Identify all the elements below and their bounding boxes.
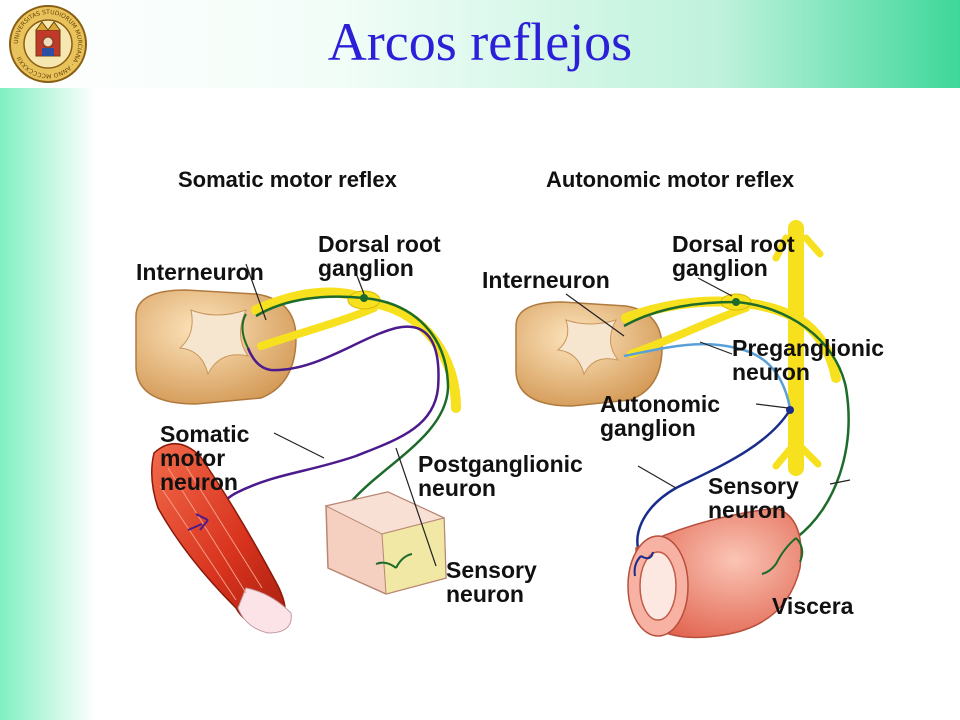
preganglionic-neuron-label: Preganglionic neuron [732,335,885,385]
autonomic-reflex-heading: Autonomic motor reflex [546,167,795,192]
autonomic-ganglion-label: Autonomic ganglion [600,391,721,441]
university-seal-icon: UNIVERSITAS STUDIORUM MURCIANA · ANNO MC… [9,5,87,83]
viscera-organ [627,507,802,639]
left-sensory-neuron-label: Sensory neuron [446,557,537,607]
autonomic-reflex-art [515,220,851,639]
skeletal-muscle [151,443,292,634]
right-sensory-neuron-label: Sensory neuron [708,473,799,523]
right-interneuron-label: Interneuron [482,267,610,293]
spinal-cord-left [135,289,297,405]
somatic-reflex-art [135,263,461,634]
right-dorsal-root-ganglion-label: Dorsal root ganglion [672,231,795,281]
slide-header [0,0,960,88]
reflex-arcs-diagram: Somatic motor reflex Autonomic motor ref… [96,88,960,720]
left-interneuron-label: Interneuron [136,259,264,285]
somatic-reflex-heading: Somatic motor reflex [178,167,397,192]
slide-title: Arcos reflejos [327,12,633,72]
somatic-motor-neuron-label: Somatic motor neuron [160,421,250,495]
viscera-label: Viscera [772,593,854,619]
slide-sidebar [0,88,96,720]
spinal-cord-right [515,301,663,407]
left-dorsal-root-ganglion-label: Dorsal root ganglion [318,231,441,281]
reflex-arcs-illustration [135,220,851,639]
skin-block [324,491,447,595]
postganglionic-neuron-label: Postganglionic neuron [418,451,583,501]
